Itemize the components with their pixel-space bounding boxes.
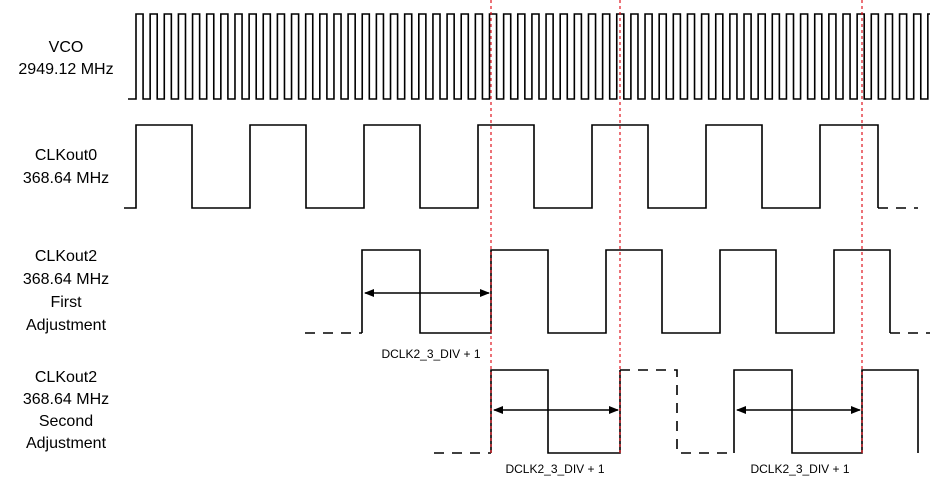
clkout0-waveform bbox=[124, 124, 879, 209]
vco-label-line-1: VCO bbox=[49, 39, 84, 56]
second-adjustment-label-b: DCLK2_3_DIV + 1 bbox=[750, 462, 849, 476]
clkout0-label-line-2: 368.64 MHz bbox=[23, 170, 109, 187]
vco-label: VCO 2949.12 MHz bbox=[18, 39, 113, 78]
clkout2-first-label-line-1: CLKout2 bbox=[35, 248, 97, 265]
clkout0-label: CLKout0 368.64 MHz bbox=[23, 147, 109, 187]
clkout2-first-waveform bbox=[361, 249, 891, 334]
vco-waveform bbox=[128, 13, 930, 100]
clkout2-second-waveform bbox=[490, 369, 919, 454]
clkout2-second-label-line-4: Adjustment bbox=[26, 435, 107, 452]
clkout2-first-label-line-2: 368.64 MHz bbox=[23, 271, 109, 288]
clkout2-second-label-line-3: Second bbox=[39, 413, 93, 430]
clkout2-first-label-line-3: First bbox=[50, 294, 82, 311]
clkout2-second-label-line-2: 368.64 MHz bbox=[23, 391, 109, 408]
clkout2-second-label-line-1: CLKout2 bbox=[35, 369, 97, 386]
clkout0-label-line-1: CLKout0 bbox=[35, 147, 97, 164]
clkout2-second-label: CLKout2 368.64 MHz Second Adjustment bbox=[23, 369, 109, 452]
clkout2-first-label-line-4: Adjustment bbox=[26, 317, 107, 334]
clkout2-second-dashed-gap bbox=[620, 369, 734, 454]
first-adjustment-label: DCLK2_3_DIV + 1 bbox=[381, 347, 480, 361]
clkout2-first-label: CLKout2 368.64 MHz First Adjustment bbox=[23, 248, 109, 334]
second-adjustment-label-a: DCLK2_3_DIV + 1 bbox=[505, 462, 604, 476]
vco-label-line-2: 2949.12 MHz bbox=[18, 61, 113, 78]
